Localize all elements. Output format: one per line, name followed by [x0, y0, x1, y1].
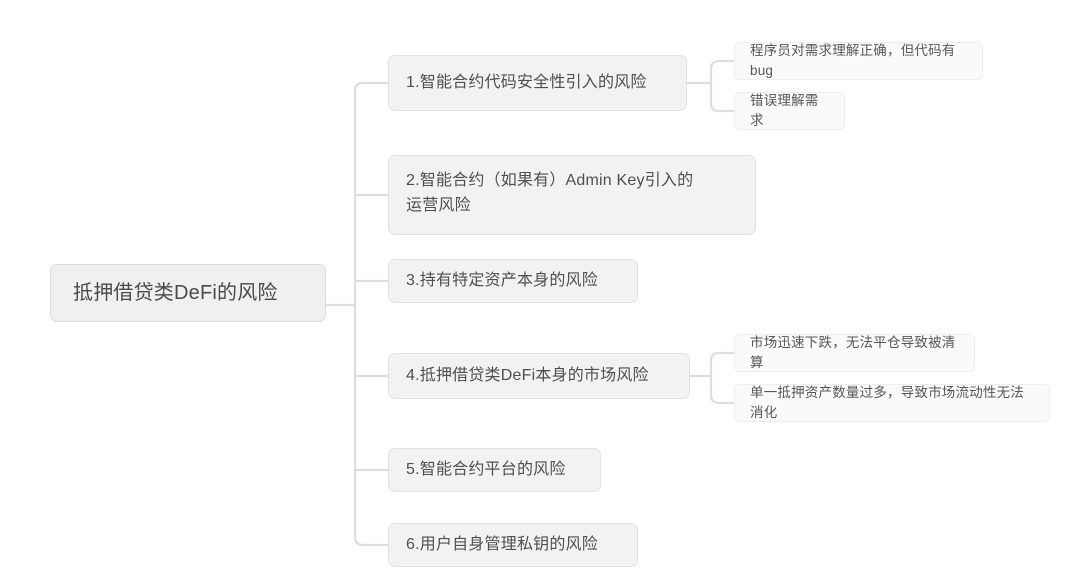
- connector-trunk-bottom: [353, 535, 390, 547]
- connector-trunk: [353, 81, 390, 93]
- mindmap-node-6[interactable]: 6.用户自身管理私钥的风险: [388, 523, 638, 567]
- mindmap-node-4-child-2-label: 单一抵押资产数量过多，导致市场流动性无法消化: [750, 384, 1024, 420]
- mindmap-node-4[interactable]: 4.抵押借贷类DeFi本身的市场风险: [388, 353, 690, 399]
- mindmap-node-4-child-1-label: 市场迅速下跌，无法平仓导致被清算: [750, 334, 956, 370]
- mindmap-node-1-child-2-label: 错误理解需求: [750, 92, 819, 128]
- mindmap-node-4-child-2[interactable]: 单一抵押资产数量过多，导致市场流动性无法消化: [734, 384, 1050, 422]
- connector-node1-trunk: [709, 59, 736, 71]
- connector-node4-trunk-bottom: [709, 393, 736, 405]
- mindmap-node-5-label: 5.智能合约平台的风险: [406, 460, 566, 478]
- mindmap-node-2-label: 2.智能合约（如果有）Admin Key引入的 运营风险: [406, 172, 694, 214]
- mindmap-node-5[interactable]: 5.智能合约平台的风险: [388, 448, 601, 492]
- mindmap-node-1-label: 1.智能合约代码安全性引入的风险: [406, 73, 647, 91]
- mindmap-node-2[interactable]: 2.智能合约（如果有）Admin Key引入的 运营风险: [388, 155, 756, 235]
- connector-node4-trunk: [709, 351, 736, 363]
- mindmap-node-1-child-1[interactable]: 程序员对需求理解正确，但代码有bug: [734, 42, 983, 80]
- mindmap-node-6-label: 6.用户自身管理私钥的风险: [406, 535, 598, 553]
- mindmap-node-3-label: 3.持有特定资产本身的风险: [406, 271, 598, 289]
- connector-node1-trunk-bottom: [709, 101, 736, 113]
- mindmap-node-root-label: 抵押借贷类DeFi的风险: [73, 281, 278, 304]
- mindmap-node-root[interactable]: 抵押借贷类DeFi的风险: [50, 264, 326, 322]
- mindmap-node-1[interactable]: 1.智能合约代码安全性引入的风险: [388, 55, 687, 111]
- mindmap-node-3[interactable]: 3.持有特定资产本身的风险: [388, 259, 638, 303]
- mindmap-node-4-label: 4.抵押借贷类DeFi本身的市场风险: [406, 366, 649, 384]
- mindmap-node-4-child-1[interactable]: 市场迅速下跌，无法平仓导致被清算: [734, 334, 975, 372]
- mindmap-node-1-child-1-label: 程序员对需求理解正确，但代码有bug: [750, 42, 956, 78]
- mindmap-node-1-child-2[interactable]: 错误理解需求: [734, 92, 845, 130]
